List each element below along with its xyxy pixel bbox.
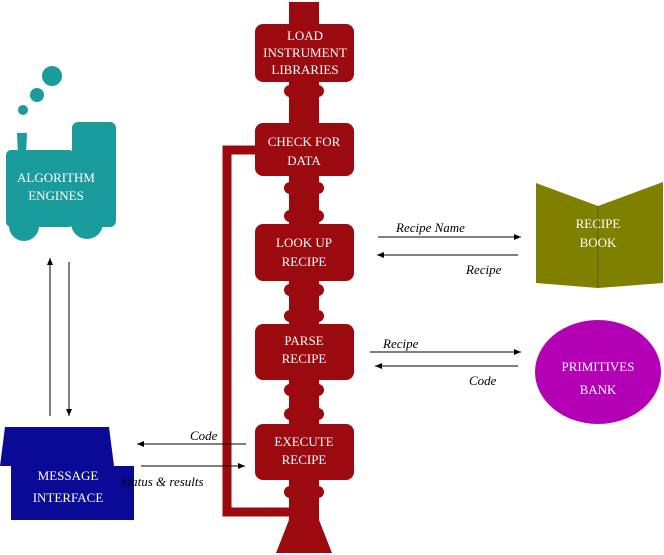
- primitives-bank-label-2: BANK: [580, 382, 617, 397]
- svg-text:RECIPE: RECIPE: [282, 351, 327, 366]
- algorithm-engines-label-1: ALGORITHM: [17, 170, 95, 185]
- label-status-results: Status & results: [121, 474, 204, 489]
- svg-text:LOOK UP: LOOK UP: [276, 235, 332, 250]
- svg-text:PARSE: PARSE: [284, 333, 323, 348]
- label-recipe-to-bank: Recipe: [382, 336, 419, 351]
- svg-text:RECIPE: RECIPE: [282, 254, 327, 269]
- recipe-book-label-1: RECIPE: [576, 216, 621, 231]
- svg-text:RECIPE: RECIPE: [282, 452, 327, 467]
- svg-text:LOAD: LOAD: [287, 28, 323, 43]
- svg-text:DATA: DATA: [287, 153, 321, 168]
- message-interface: [0, 427, 134, 520]
- pipeline-base: [276, 520, 332, 553]
- step-parse-recipe: PARSE RECIPE: [255, 324, 354, 380]
- svg-text:INSTRUMENT: INSTRUMENT: [263, 45, 347, 60]
- svg-text:LIBRARIES: LIBRARIES: [271, 62, 338, 77]
- recipe-book-label-2: BOOK: [580, 235, 617, 250]
- book-icon: [536, 182, 663, 288]
- message-interface-label-1: MESSAGE: [38, 468, 99, 483]
- locomotive-icon: [6, 66, 116, 241]
- pipe-joints: [284, 85, 324, 498]
- step-look-up-recipe: LOOK UP RECIPE: [255, 224, 354, 281]
- svg-text:CHECK FOR: CHECK FOR: [268, 134, 341, 149]
- step-load-instrument-libraries: LOAD INSTRUMENT LIBRARIES: [255, 24, 354, 82]
- loop-back-pipe: [222, 145, 292, 517]
- label-recipe-return: Recipe: [465, 262, 502, 277]
- algorithm-engines-label-2: ENGINES: [28, 188, 84, 203]
- label-recipe-name: Recipe Name: [395, 220, 465, 235]
- message-interface-label-2: INTERFACE: [33, 490, 104, 505]
- label-code-to-interface: Code: [190, 428, 218, 443]
- primitives-bank: [535, 320, 661, 424]
- step-check-for-data: CHECK FOR DATA: [255, 123, 354, 176]
- svg-text:EXECUTE: EXECUTE: [274, 434, 333, 449]
- step-execute-recipe: EXECUTE RECIPE: [255, 424, 354, 480]
- label-code-from-bank: Code: [469, 373, 497, 388]
- primitives-bank-label-1: PRIMITIVES: [562, 359, 635, 374]
